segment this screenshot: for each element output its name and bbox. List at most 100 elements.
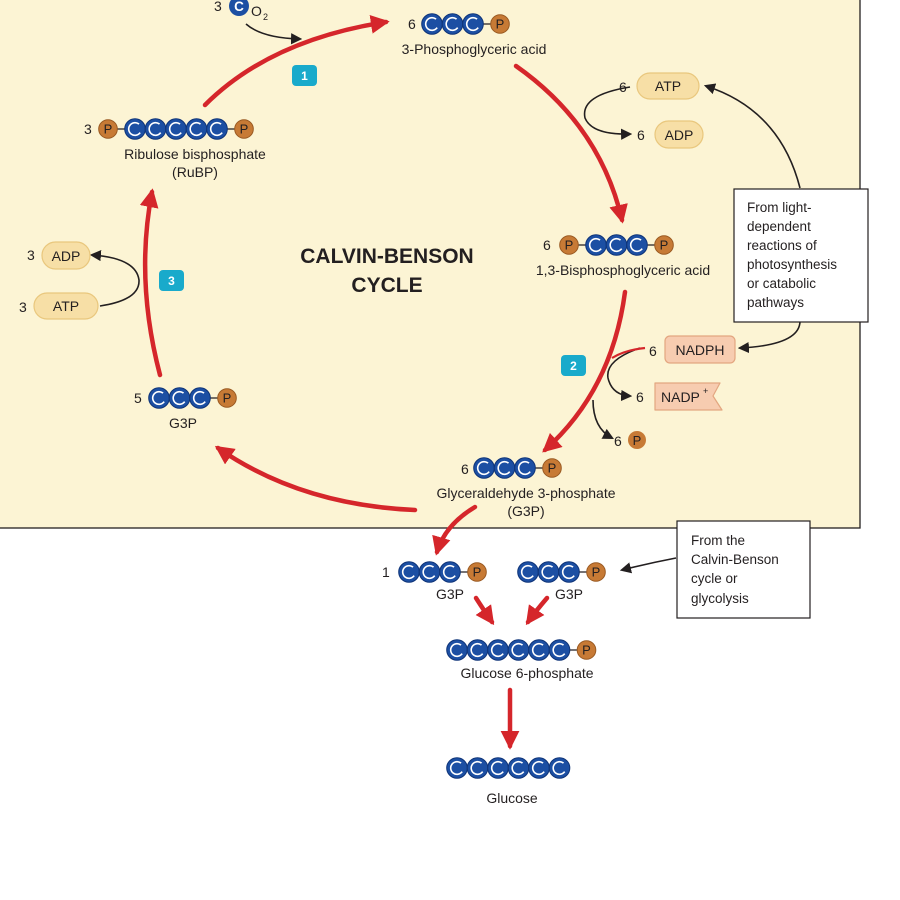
svg-text:reactions of: reactions of	[747, 238, 817, 253]
g3p-main-label-1: Glyceraldehyde 3-phosphate	[436, 485, 615, 501]
phosphate-atom: P	[542, 458, 562, 478]
svg-text:pathways: pathways	[747, 295, 804, 310]
arrow-g3p-b-to-g6p	[525, 595, 550, 626]
carbon-atom	[528, 757, 550, 779]
phosphate-atom: P	[586, 562, 606, 582]
carbon-atom	[493, 457, 516, 479]
carbon-atom	[548, 757, 571, 779]
carbon-atom	[517, 561, 539, 583]
co2-arrow	[245, 23, 303, 45]
carbon-atom	[185, 118, 208, 140]
svg-text:+: +	[703, 386, 708, 396]
nadph-red-tick	[611, 346, 646, 359]
nadph: 6 NADPH	[649, 335, 736, 364]
svg-text:P: P	[548, 461, 557, 476]
bottom-g3p-b-label: G3P	[555, 586, 583, 602]
svg-text:ATP: ATP	[53, 298, 79, 314]
carbon-atom	[441, 13, 464, 35]
cycle-title-line1: CALVIN-BENSON	[300, 245, 473, 268]
svg-text:6: 6	[636, 389, 644, 405]
co2-molecule: 3 C O 2	[214, 0, 268, 22]
step-badge-1: 1	[292, 65, 317, 86]
svg-text:3: 3	[27, 247, 35, 263]
phosphate-atom: P	[467, 562, 487, 582]
svg-text:6: 6	[649, 343, 657, 359]
carbon-atom	[466, 757, 489, 779]
svg-text:6: 6	[619, 79, 627, 95]
step-badge-2: 2	[561, 355, 586, 376]
carbon-atom	[189, 387, 211, 409]
carbon-atom	[446, 757, 468, 779]
carbon-atom	[148, 387, 170, 409]
phosphate-atom: P	[490, 14, 510, 34]
svg-text:dependent: dependent	[747, 219, 811, 234]
svg-text:3: 3	[19, 299, 27, 315]
svg-text:Calvin-Benson: Calvin-Benson	[691, 552, 779, 567]
svg-text:P: P	[240, 122, 249, 137]
svg-text:ADP: ADP	[665, 127, 694, 143]
svg-text:photosynthesis: photosynthesis	[747, 257, 837, 272]
carbon-atom	[206, 118, 228, 140]
carbon-atom	[487, 757, 509, 779]
bottom-g3p-b-chain: P	[517, 561, 606, 583]
arrow-pga-to-bpga	[513, 63, 628, 224]
glucose-label: Glucose	[486, 790, 538, 806]
carbon-atom	[144, 118, 167, 140]
svg-text:ADP: ADP	[52, 248, 81, 264]
arrow-bpga-to-g3p	[542, 289, 628, 453]
carbon-atom	[507, 639, 530, 661]
atp-left: 3 ATP	[19, 292, 99, 320]
pi-arrow	[592, 399, 614, 440]
step-badge-3: 3	[159, 270, 184, 291]
svg-text:NADPH: NADPH	[675, 342, 724, 358]
g3p-main-count: 6	[461, 461, 469, 477]
svg-text:P: P	[582, 643, 591, 658]
svg-text:ATP: ATP	[655, 78, 681, 94]
carbon-atom	[537, 561, 560, 583]
glycolysis-source-arrow	[619, 557, 677, 574]
svg-text:P: P	[565, 238, 574, 253]
source-box-light-reactions: From light- dependent reactions of photo…	[733, 188, 869, 323]
atp-adp-right-arrow	[583, 86, 633, 140]
carbon-atom	[487, 639, 509, 661]
svg-text:6: 6	[614, 433, 622, 449]
cycle-arrows	[139, 14, 628, 750]
phosphate-atom: P	[217, 388, 237, 408]
phosphate-atom: P	[234, 119, 254, 139]
svg-text:P: P	[104, 122, 113, 137]
g6p-chain: P	[446, 639, 597, 661]
carbon-atom	[558, 561, 580, 583]
nadp-plus: 6 NADP +	[636, 382, 723, 411]
phosphate-atom: P	[98, 119, 118, 139]
rubp-label-2: (RuBP)	[172, 164, 218, 180]
svg-text:2: 2	[263, 12, 268, 22]
phosphate-atom: P	[559, 235, 579, 255]
carbon-atom	[626, 234, 648, 256]
carbon-atom	[462, 13, 484, 35]
carbon-atom	[421, 13, 443, 35]
phosphate-atom: P	[576, 640, 597, 660]
carbon-atom	[446, 639, 468, 661]
arrow-to-bottom-g3p	[432, 504, 478, 556]
svg-text:6: 6	[637, 127, 645, 143]
adp-left: 3 ADP	[27, 241, 91, 270]
svg-text:or catabolic: or catabolic	[747, 276, 816, 291]
pga-count: 6	[408, 16, 416, 32]
carbon-atom	[548, 639, 571, 661]
arrow-g3p-to-g3p-recycle	[214, 445, 418, 513]
svg-text:P: P	[592, 565, 601, 580]
arrow-g3p-a-to-g6p	[473, 595, 495, 626]
side-arrows	[89, 23, 801, 574]
svg-text:P: P	[660, 238, 669, 253]
svg-text:cycle or: cycle or	[691, 571, 738, 586]
nadph-nadp-arrow	[607, 347, 641, 402]
atp-right: 6 ATP	[619, 72, 700, 100]
light-source-to-atp-arrow	[703, 83, 801, 189]
g3p-recycle-chain: P	[148, 387, 237, 409]
g3p-main-chain: P	[473, 457, 562, 479]
pga-label: 3-Phosphoglyceric acid	[402, 41, 547, 57]
cycle-title-line2: CYCLE	[351, 274, 422, 297]
g6p-label: Glucose 6-phosphate	[460, 665, 593, 681]
